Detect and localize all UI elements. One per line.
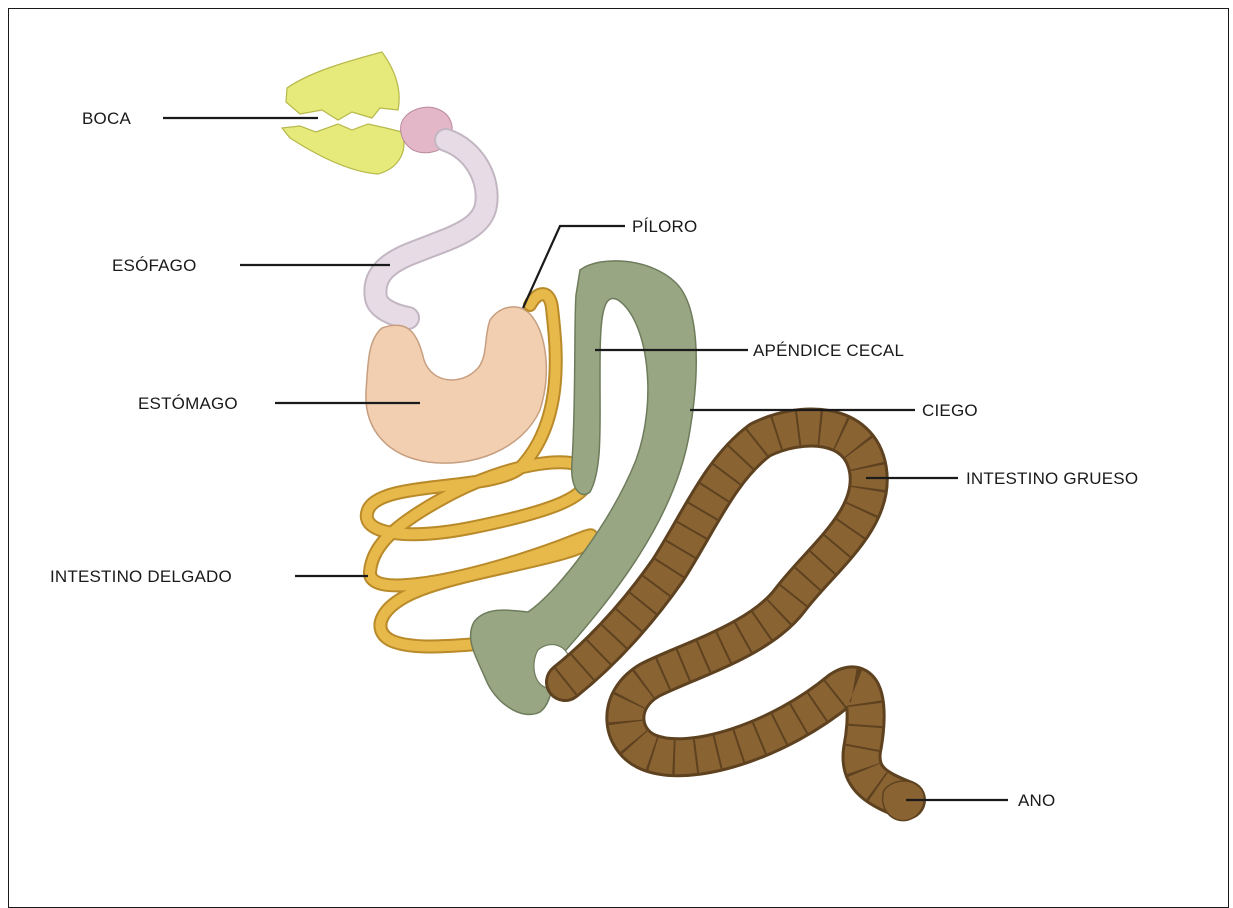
beak-illustration [282,52,452,174]
large-intestine-illustration [565,428,924,821]
label-intestino-delgado: INTESTINO DELGADO [50,567,232,586]
label-ciego: CIEGO [922,401,978,420]
label-ano: ANO [1018,791,1055,810]
lower-beak [282,124,404,174]
upper-beak [286,52,399,120]
label-piloro: PÍLORO [632,217,697,236]
label-apendice-cecal: APÉNDICE CECAL [753,341,904,360]
label-boca: BOCA [82,109,131,128]
stomach-shape [366,307,546,463]
large-intestine-tube [565,428,906,800]
label-esofago: ESÓFAGO [112,256,197,275]
label-intestino-grueso: INTESTINO GRUESO [966,469,1138,488]
label-estomago: ESTÓMAGO [138,394,238,413]
